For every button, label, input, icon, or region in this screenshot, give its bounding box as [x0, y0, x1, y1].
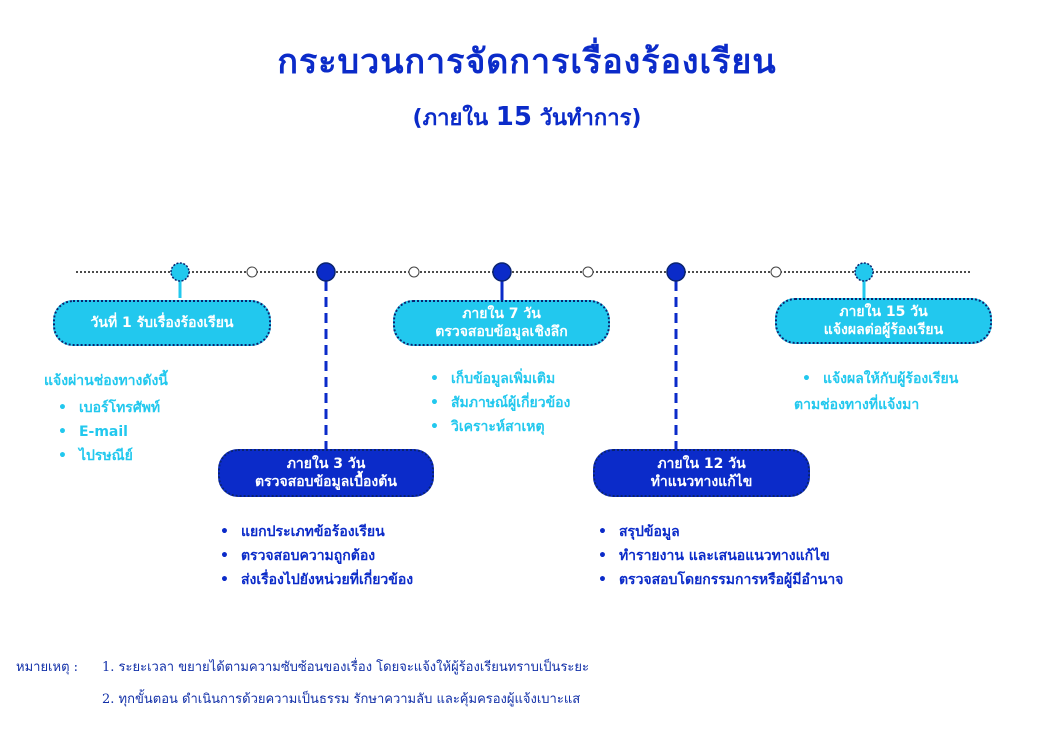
step-3-list: เก็บข้อมูลเพิ่มเติม สัมภาษณ์ผู้เกี่ยวข้อ…: [430, 367, 570, 439]
list-item: วิเคราะห์สาเหตุ: [430, 415, 570, 439]
timeline-marker-step-2: [316, 262, 336, 282]
step-2-label: ภายใน 3 วัน ตรวจสอบข้อมูลเบื้องต้น: [218, 449, 434, 497]
step-3-label: ภายใน 7 วัน ตรวจสอบข้อมูลเชิงลึก: [393, 300, 610, 346]
timeline-marker-small: [770, 266, 782, 278]
list-item: เบอร์โทรศัพท์: [58, 396, 160, 420]
notes-line-1: 1. ระยะเวลา ขยายได้ตามความซับซ้อนของเรื่…: [102, 660, 590, 675]
timeline-marker-step-1: [170, 262, 190, 282]
notes-label: หมายเหตุ :: [16, 660, 79, 675]
step-5-title: ภายใน 15 วัน: [839, 304, 928, 320]
timeline-marker-small: [246, 266, 258, 278]
step-4-subtitle: ทำแนวทางแก้ไข: [650, 474, 753, 490]
list-item: แจ้งผลให้กับผู้ร้องเรียน: [802, 367, 958, 391]
subtitle-number: 15: [495, 102, 532, 132]
step-5-subtitle: แจ้งผลต่อผู้ร้องเรียน: [823, 322, 944, 338]
step-1-list: เบอร์โทรศัพท์ E-mail ไปรษณีย์: [58, 396, 160, 468]
step-5-list: แจ้งผลให้กับผู้ร้องเรียน: [802, 367, 958, 391]
step-4-list: สรุปข้อมูล ทำรายงาน และเสนอแนวทางแก้ไข ต…: [598, 520, 843, 592]
step-4-label: ภายใน 12 วัน ทำแนวทางแก้ไข: [593, 449, 810, 497]
step-2-list: แยกประเภทข้อร้องเรียน ตรวจสอบความถูกต้อง…: [220, 520, 413, 592]
step-1-title: วันที่ 1 รับเรื่องร้องเรียน: [90, 315, 234, 331]
list-item: แยกประเภทข้อร้องเรียน: [220, 520, 413, 544]
timeline-marker-small: [408, 266, 420, 278]
step-5-list-continuation: ตามช่องทางที่แจ้งมา: [794, 397, 920, 413]
page-title: กระบวนการจัดการเรื่องร้องเรียน: [277, 42, 777, 82]
subtitle-prefix: (ภายใน: [412, 106, 489, 131]
list-item: ส่งเรื่องไปยังหน่วยที่เกี่ยวข้อง: [220, 568, 413, 592]
step-1-label: วันที่ 1 รับเรื่องร้องเรียน: [53, 300, 271, 346]
timeline-marker-step-5: [854, 262, 874, 282]
list-item: ทำรายงาน และเสนอแนวทางแก้ไข: [598, 544, 843, 568]
subtitle-suffix: วันทำการ): [539, 106, 642, 131]
step-5-label: ภายใน 15 วัน แจ้งผลต่อผู้ร้องเรียน: [775, 298, 992, 344]
notes-line-2: 2. ทุกขั้นตอน ดำเนินการด้วยความเป็นธรรม …: [102, 692, 581, 707]
list-item: ตรวจสอบความถูกต้อง: [220, 544, 413, 568]
page-subtitle: (ภายใน 15 วันทำการ): [0, 100, 1054, 135]
step-2-subtitle: ตรวจสอบข้อมูลเบื้องต้น: [255, 474, 397, 490]
timeline-marker-step-3: [492, 262, 512, 282]
list-item: สรุปข้อมูล: [598, 520, 843, 544]
list-item: เก็บข้อมูลเพิ่มเติม: [430, 367, 570, 391]
list-item: ตรวจสอบโดยกรรมการหรือผู้มีอำนาจ: [598, 568, 843, 592]
step-3-title: ภายใน 7 วัน: [462, 306, 541, 322]
step-3-subtitle: ตรวจสอบข้อมูลเชิงลึก: [435, 324, 568, 340]
step-4-title: ภายใน 12 วัน: [657, 456, 746, 472]
timeline-marker-step-4: [666, 262, 686, 282]
step-1-heading: แจ้งผ่านช่องทางดังนี้: [44, 373, 168, 389]
list-item: ไปรษณีย์: [58, 444, 160, 468]
list-item: สัมภาษณ์ผู้เกี่ยวข้อง: [430, 391, 570, 415]
step-2-title: ภายใน 3 วัน: [286, 456, 366, 472]
list-item: E-mail: [58, 420, 160, 444]
timeline-marker-small: [582, 266, 594, 278]
